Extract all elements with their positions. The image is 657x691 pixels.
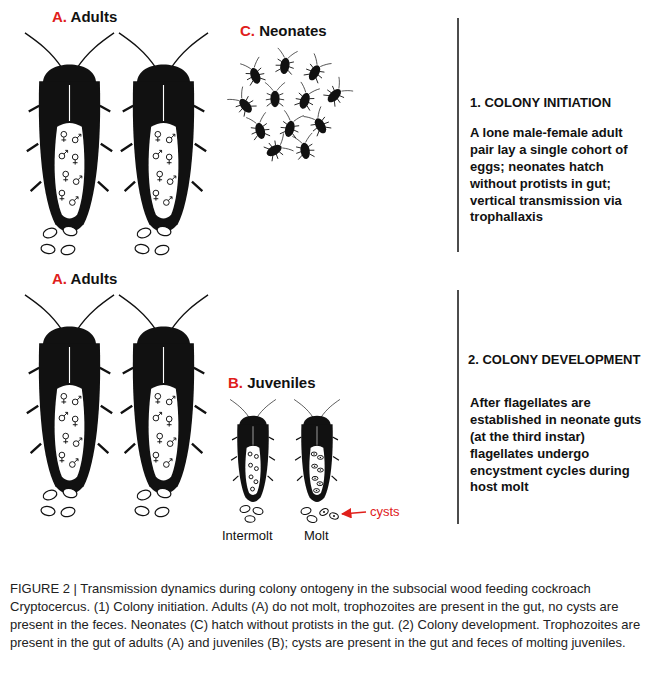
eggs	[40, 225, 172, 256]
eggs	[40, 487, 172, 518]
stage-description: After flagellates are established in neo…	[470, 395, 650, 496]
eggs	[239, 505, 317, 524]
adult-roach	[25, 295, 208, 495]
divider	[457, 290, 459, 524]
juvenile-roach	[230, 399, 340, 502]
cyst-arrow	[342, 512, 366, 514]
stage-heading: 2. COLONY DEVELOPMENT	[468, 352, 653, 368]
group-label: B. Juveniles	[228, 374, 316, 391]
stage-label: Molt	[304, 528, 329, 543]
adult-roach	[25, 33, 208, 233]
group-label: A. Adults	[52, 8, 117, 25]
divider	[457, 18, 459, 252]
figure-caption: FIGURE 2 | Transmission dynamics during …	[10, 580, 647, 652]
group-label: C. Neonates	[240, 22, 327, 39]
cysts	[319, 507, 340, 520]
stage-label: Intermolt	[222, 528, 273, 543]
neonate-cluster	[227, 48, 353, 163]
stage-heading: 1. COLONY INITIATION	[470, 95, 653, 111]
callout-label: cysts	[370, 504, 400, 519]
group-label: A. Adults	[52, 270, 117, 287]
stage-description: A lone male-female adult pair lay a sing…	[470, 125, 650, 226]
